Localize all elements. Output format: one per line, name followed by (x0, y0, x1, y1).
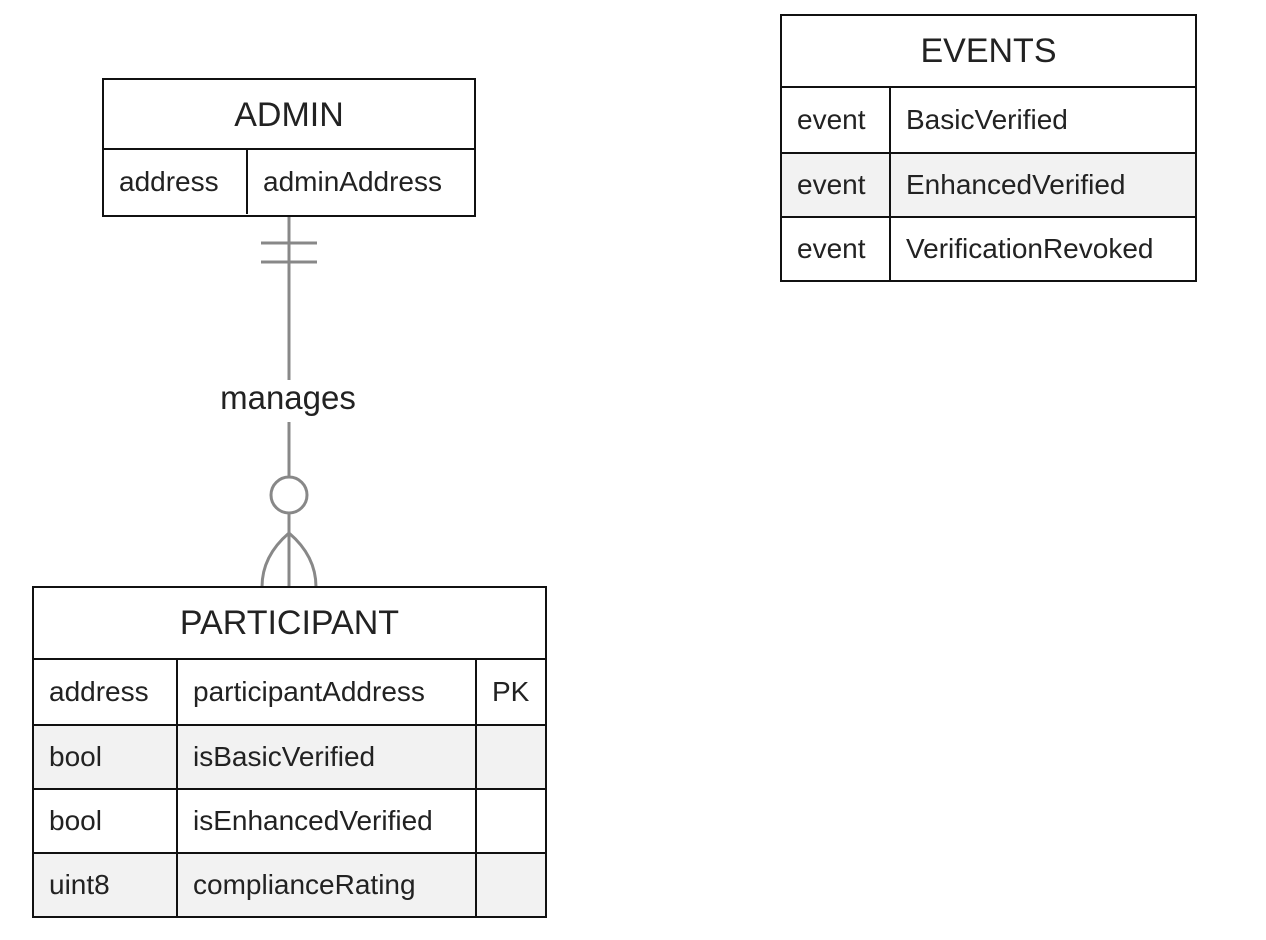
crows-foot-right (288, 531, 318, 588)
entity-participant: PARTICIPANT address participantAddress P… (32, 586, 547, 918)
attribute-type: bool (49, 805, 102, 836)
attribute-row: bool isEnhancedVerified (34, 788, 545, 852)
attribute-type: event (797, 233, 866, 264)
attribute-type: bool (49, 741, 102, 772)
attribute-type: address (119, 166, 219, 197)
attribute-row: address adminAddress (104, 150, 474, 214)
attribute-row: bool isBasicVerified (34, 724, 545, 788)
attribute-type: event (797, 169, 866, 200)
attribute-type: event (797, 104, 866, 135)
attribute-key: PK (475, 660, 545, 724)
attribute-name: BasicVerified (889, 88, 1195, 152)
attribute-name: EnhancedVerified (889, 154, 1195, 216)
attribute-row: uint8 complianceRating (34, 852, 545, 916)
attribute-name: isBasicVerified (176, 726, 475, 788)
relationship-label: manages (220, 379, 356, 416)
attribute-name: isEnhancedVerified (176, 790, 475, 852)
attribute-name: complianceRating (176, 854, 475, 916)
attribute-name: adminAddress (246, 150, 474, 214)
cardinality-zero-circle (269, 475, 309, 515)
attribute-key (475, 790, 545, 852)
attribute-row: event BasicVerified (782, 88, 1195, 152)
entity-title: ADMIN (104, 80, 474, 150)
attribute-row: event EnhancedVerified (782, 152, 1195, 216)
crows-foot-left (260, 531, 290, 588)
attribute-name: VerificationRevoked (889, 218, 1195, 280)
attribute-type: uint8 (49, 869, 110, 900)
entity-title: PARTICIPANT (34, 588, 545, 660)
entity-title: EVENTS (782, 16, 1195, 88)
attribute-row: event VerificationRevoked (782, 216, 1195, 280)
attribute-key (475, 854, 545, 916)
entity-events: EVENTS event BasicVerified event Enhance… (780, 14, 1197, 282)
entity-admin: ADMIN address adminAddress (102, 78, 476, 217)
attribute-row: address participantAddress PK (34, 660, 545, 724)
attribute-name: participantAddress (176, 660, 475, 724)
attribute-type: address (49, 676, 149, 707)
attribute-key (475, 726, 545, 788)
